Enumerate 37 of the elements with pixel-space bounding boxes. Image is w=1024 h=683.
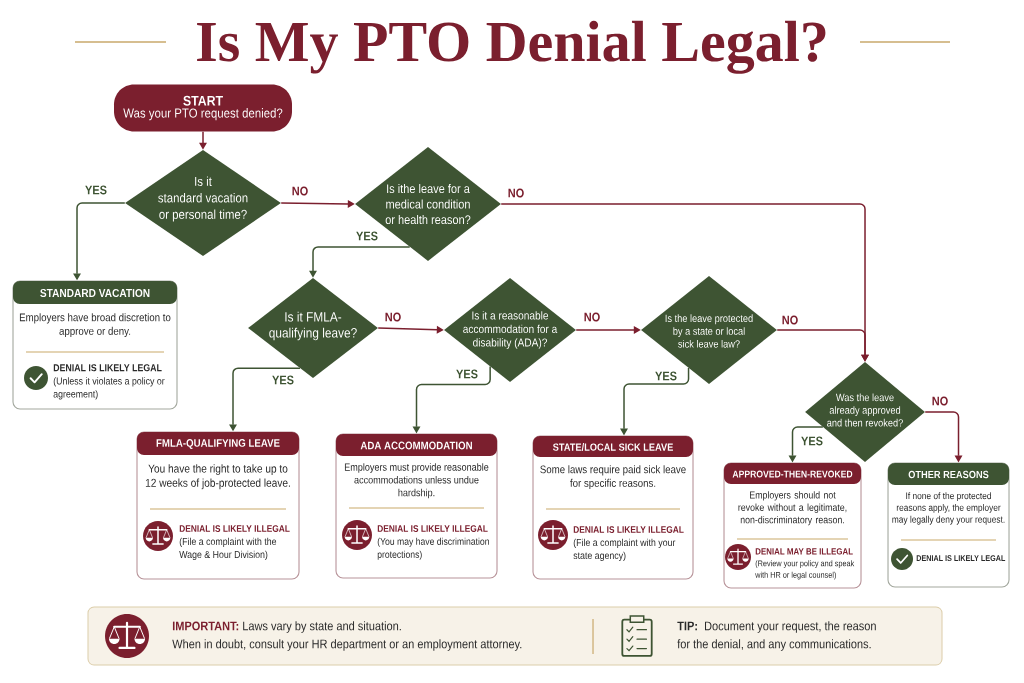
verdict-text: DENIAL MAY BE ILLEGAL — [755, 548, 853, 555]
edge-label: YES — [83, 184, 109, 196]
card-text: Employers should not revoke without a legitimate, non-discriminatory reason. — [738, 491, 847, 526]
note-text: (Review your policy and speak with HR or legal counsel) — [755, 560, 855, 580]
verdict-text: DENIAL IS LIKELY LEGAL — [916, 555, 1006, 561]
card-header: ADA ACCOMMODATION — [336, 434, 497, 456]
title: Is My PTO Denial Legal? — [197, 20, 826, 74]
edge-label: NO — [780, 314, 800, 326]
card-header: OTHER REASONS — [888, 463, 1009, 485]
edge-label: YES — [454, 368, 480, 380]
edge-label: NO — [506, 187, 526, 199]
verdict-text: DENIAL IS LIKELY ILLEGAL — [573, 526, 684, 533]
card-text: Employers have broad discretion to approve or deny. — [19, 313, 171, 338]
start-terminal: START Was your PTO request denied? — [114, 84, 292, 132]
card-text: Some laws require paid sick leave for specific reasons. — [540, 465, 686, 490]
card-header: FMLA-QUALIFYING LEAVE — [137, 432, 299, 455]
tip-note: TIP: Document your request, the reason for the denial, and any communications. — [677, 621, 876, 651]
card-header: APPROVED-THEN-REVOKED — [724, 463, 861, 484]
edge-label: NO — [290, 185, 310, 197]
card-header: STATE/LOCAL SICK LEAVE — [533, 436, 693, 457]
card-text: You have the right to take up to 12 weeks of job-protected leave. — [145, 464, 290, 490]
edge-label: NO — [383, 311, 403, 323]
edge-label: NO — [930, 395, 950, 407]
verdict-text: DENIAL IS LIKELY ILLEGAL — [179, 525, 290, 532]
card-header: STANDARD VACATION — [13, 281, 177, 304]
card-text: If none of the protected reasons apply, the employer may legally deny your request. — [892, 492, 1005, 525]
edge-label: YES — [653, 370, 679, 382]
note-text: (You may have discrimination protections) — [377, 537, 489, 560]
verdict-text: DENIAL IS LIKELY ILLEGAL — [377, 525, 488, 532]
card-text: Employers must provide reasonable accommodations unless undue hardship. — [344, 463, 489, 499]
edge-label: NO — [582, 311, 602, 323]
important-note: IMPORTANT: Laws vary by state and situation. When in doubt, consult your HR department or an employment attorney. — [172, 621, 522, 651]
note-text: (Unless it violates a policy or agreement) — [53, 377, 165, 400]
note-text: (File a complaint with the Wage & Hour Division) — [179, 537, 277, 560]
note-text: (File a complaint with your state agency) — [573, 538, 676, 561]
edge-label: YES — [354, 230, 380, 242]
verdict-text: DENIAL IS LIKELY LEGAL — [53, 364, 162, 372]
